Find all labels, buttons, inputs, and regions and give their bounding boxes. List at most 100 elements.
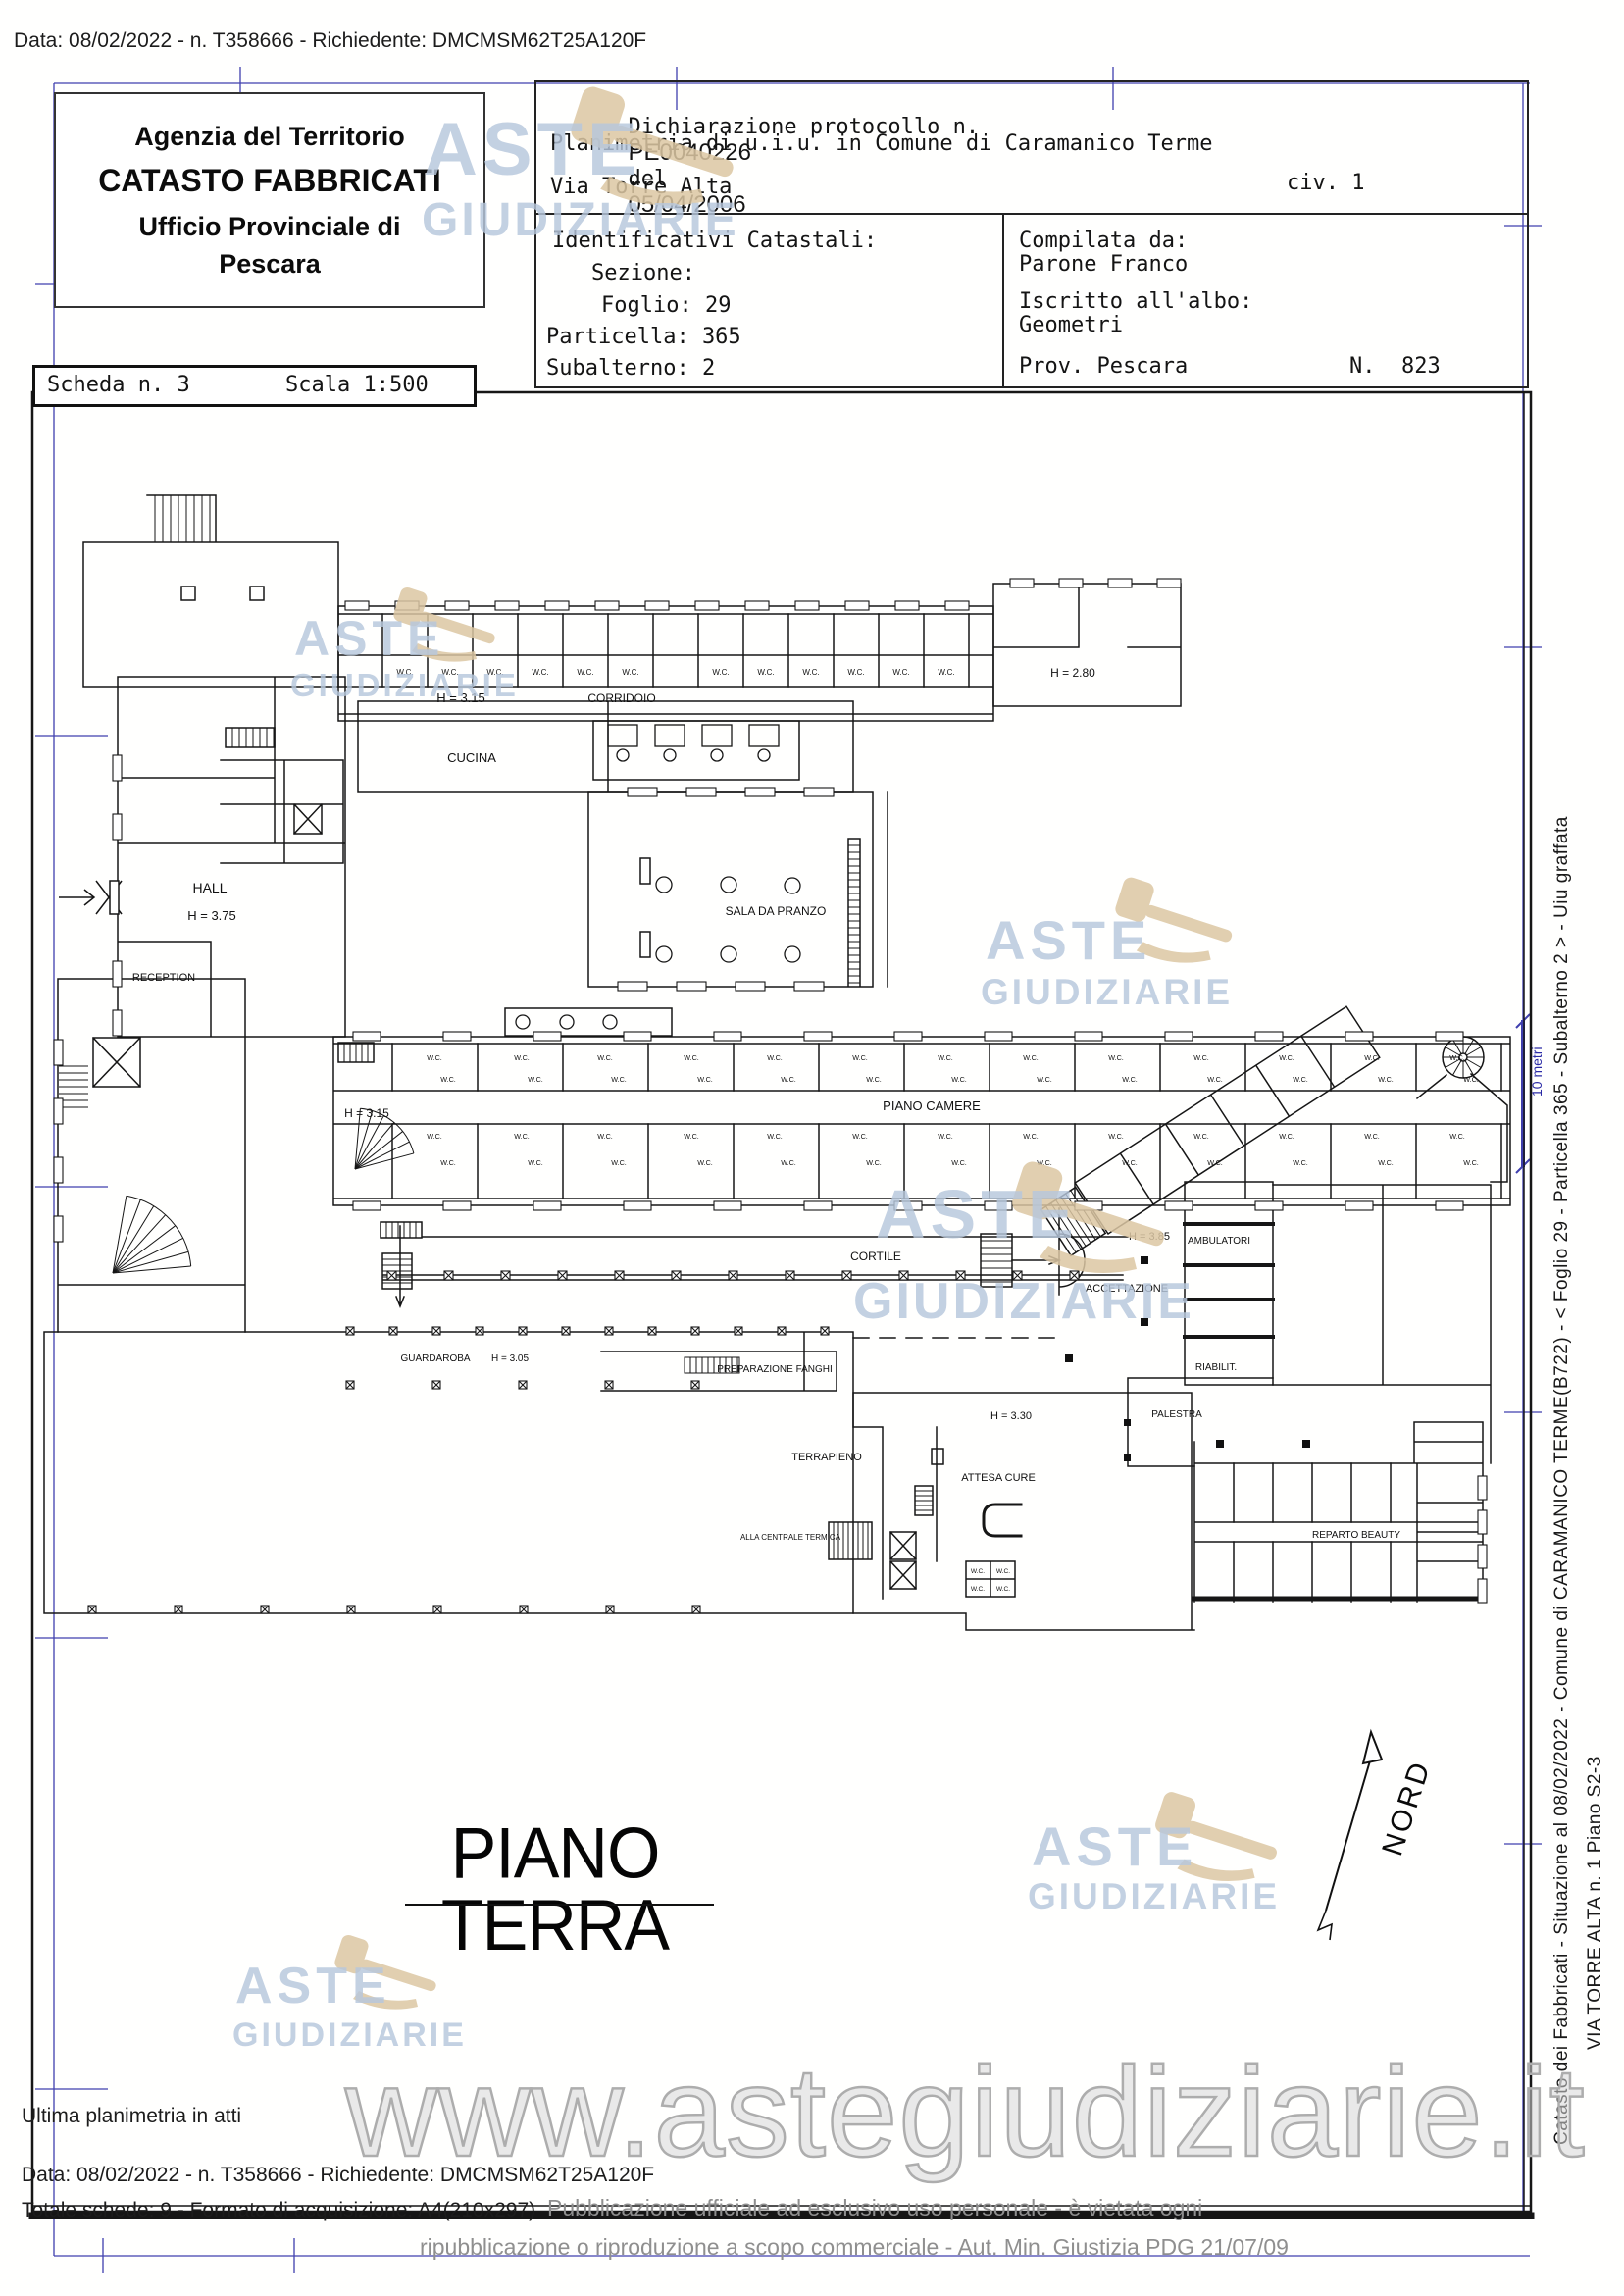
wc-label: W.C. — [427, 1132, 442, 1141]
sidebar-address-text: VIA TORRE ALTA n. 1 Piano S2-3 — [1585, 1756, 1605, 2050]
room-label: H = 3.30 — [990, 1410, 1032, 1422]
wc-label: W.C. — [951, 1075, 967, 1084]
wc-label: W.C. — [528, 1075, 543, 1084]
sezione-field: Sezione: — [591, 261, 695, 285]
wc-label: W.C. — [1463, 1075, 1479, 1084]
wc-label: W.C. — [767, 1053, 783, 1062]
room-label: H = 2.80 — [1050, 666, 1095, 680]
wc-label: W.C. — [441, 668, 458, 677]
albo-label: Iscritto all'albo: — [1019, 289, 1253, 314]
room-label: RECEPTION — [132, 972, 195, 984]
wc-label: W.C. — [1279, 1053, 1294, 1062]
scale-bar-label: 10 metri — [1529, 1046, 1545, 1097]
wc-label: W.C. — [427, 1053, 442, 1062]
room-label: GUARDAROBA — [400, 1353, 470, 1364]
wc-label: W.C. — [622, 668, 638, 677]
site-watermark: www.astegiudiziarie.it — [344, 2039, 1586, 2185]
compilata-label: Compilata da: — [1019, 229, 1189, 253]
wc-label: W.C. — [697, 1075, 713, 1084]
wc-label: W.C. — [971, 1568, 985, 1575]
ultima-planimetria-note: Ultima planimetria in atti — [22, 2105, 242, 2127]
room-label: HALL — [192, 880, 227, 895]
wc-label: W.C. — [938, 668, 954, 677]
publication-notice-line1: Pubblicazione ufficiale ad esclusivo uso… — [547, 2195, 1203, 2220]
wc-label: W.C. — [971, 1586, 985, 1593]
top-data-line: Data: 08/02/2022 - n. T358666 - Richiede… — [14, 29, 647, 52]
publication-notice-line2: ripubblicazione o riproduzione a scopo c… — [420, 2234, 1289, 2260]
albo-number-value: 823 — [1401, 354, 1441, 379]
room-label: PREPARAZIONE FANGHI — [717, 1364, 833, 1375]
scheda-box: Scheda n. 3 Scala 1:500 — [32, 365, 477, 407]
room-label: ALLA CENTRALE TERMICA — [740, 1533, 841, 1542]
wc-label: W.C. — [1293, 1075, 1308, 1084]
wc-label: W.C. — [1108, 1132, 1124, 1141]
wc-label: W.C. — [597, 1053, 613, 1062]
wc-label: W.C. — [1463, 1158, 1479, 1167]
agency-header-box: Agenzia del Territorio CATASTO FABBRICAT… — [54, 92, 485, 308]
room-label: SALA DA PRANZO — [726, 904, 827, 918]
room-label: H = 3.75 — [187, 908, 236, 923]
room-label: REPARTO BEAUTY — [1312, 1530, 1400, 1541]
identificativi-box: Identificativi Catastali: Sezione: Fogli… — [536, 215, 1002, 388]
room-label: ATTESA CURE — [961, 1472, 1036, 1484]
room-label: AMBULATORI — [1188, 1236, 1250, 1247]
room-label: PALESTRA — [1151, 1409, 1202, 1420]
wc-label: W.C. — [684, 1132, 699, 1141]
subalterno-field: Subalterno: 2 — [546, 356, 716, 381]
wc-label: W.C. — [1122, 1075, 1138, 1084]
foglio-field: Foglio: 29 — [601, 293, 732, 318]
wc-label: W.C. — [697, 1158, 713, 1167]
albo-number-label: N. — [1349, 354, 1376, 379]
wc-label: W.C. — [532, 668, 548, 677]
protocol-box: Dichiarazione protocollo n. PE0040226 de… — [534, 80, 1529, 388]
scala-value: Scala 1:500 — [285, 373, 429, 397]
wc-label: W.C. — [852, 1053, 868, 1062]
wc-label: W.C. — [938, 1132, 953, 1141]
civic-number: civ. 1 — [1287, 171, 1365, 195]
wc-label: W.C. — [440, 1075, 456, 1084]
room-label: H = 3.15 — [436, 690, 485, 705]
wc-label: W.C. — [514, 1053, 530, 1062]
wc-label: W.C. — [396, 668, 413, 677]
plan-title-underline — [405, 1904, 714, 1906]
wc-label: W.C. — [781, 1158, 796, 1167]
wc-label: W.C. — [1279, 1132, 1294, 1141]
north-arrow — [1316, 1728, 1384, 1941]
wc-label: W.C. — [1449, 1053, 1465, 1062]
wc-label: W.C. — [486, 668, 503, 677]
wc-label: W.C. — [802, 668, 819, 677]
wc-label: W.C. — [1364, 1132, 1380, 1141]
wc-label: W.C. — [1037, 1075, 1052, 1084]
room-label: H = 3.05 — [491, 1353, 530, 1364]
wc-label: W.C. — [440, 1158, 456, 1167]
wc-label: W.C. — [1122, 1158, 1138, 1167]
agency-line: Agenzia del Territorio — [134, 122, 405, 151]
sidebar-cadastral-text: Catasto dei Fabbricati - Situazione al 0… — [1551, 816, 1572, 2145]
plan-title: PIANO TERRA — [440, 1812, 670, 1965]
wc-label: W.C. — [577, 668, 593, 677]
wc-label: W.C. — [1023, 1053, 1039, 1062]
room-label: CUCINA — [447, 750, 496, 765]
wc-label: W.C. — [781, 1075, 796, 1084]
wc-label: W.C. — [1023, 1132, 1039, 1141]
wc-label: W.C. — [757, 668, 774, 677]
compilata-box: Compilata da: Parone Franco Iscritto all… — [1002, 215, 1529, 388]
bottom-data-line: Data: 08/02/2022 - n. T358666 - Richiede… — [22, 2164, 655, 2186]
wc-label: W.C. — [1378, 1158, 1394, 1167]
wc-label: W.C. — [1449, 1132, 1465, 1141]
wc-label: W.C. — [1207, 1158, 1223, 1167]
totale-schede-line: Totale schede: 9 - Formato di acquisizio… — [22, 2199, 536, 2221]
wc-label: W.C. — [1293, 1158, 1308, 1167]
room-label: ACCETTAZIONE — [1086, 1283, 1168, 1295]
prov-field: Prov. Pescara — [1019, 354, 1189, 379]
room-label: PIANO CAMERE — [883, 1098, 981, 1113]
room-label: RIABILIT. — [1195, 1362, 1237, 1373]
identificativi-title: Identificativi Catastali: — [552, 229, 878, 253]
room-label: CORTILE — [850, 1250, 901, 1263]
wc-label: W.C. — [1193, 1132, 1209, 1141]
wc-label: W.C. — [996, 1568, 1010, 1575]
street-line: Via Torre Alta — [550, 175, 733, 199]
wc-label: W.C. — [514, 1132, 530, 1141]
agency-line: CATASTO FABBRICATI — [98, 163, 441, 198]
room-label: H = 3.85 — [1129, 1231, 1170, 1243]
